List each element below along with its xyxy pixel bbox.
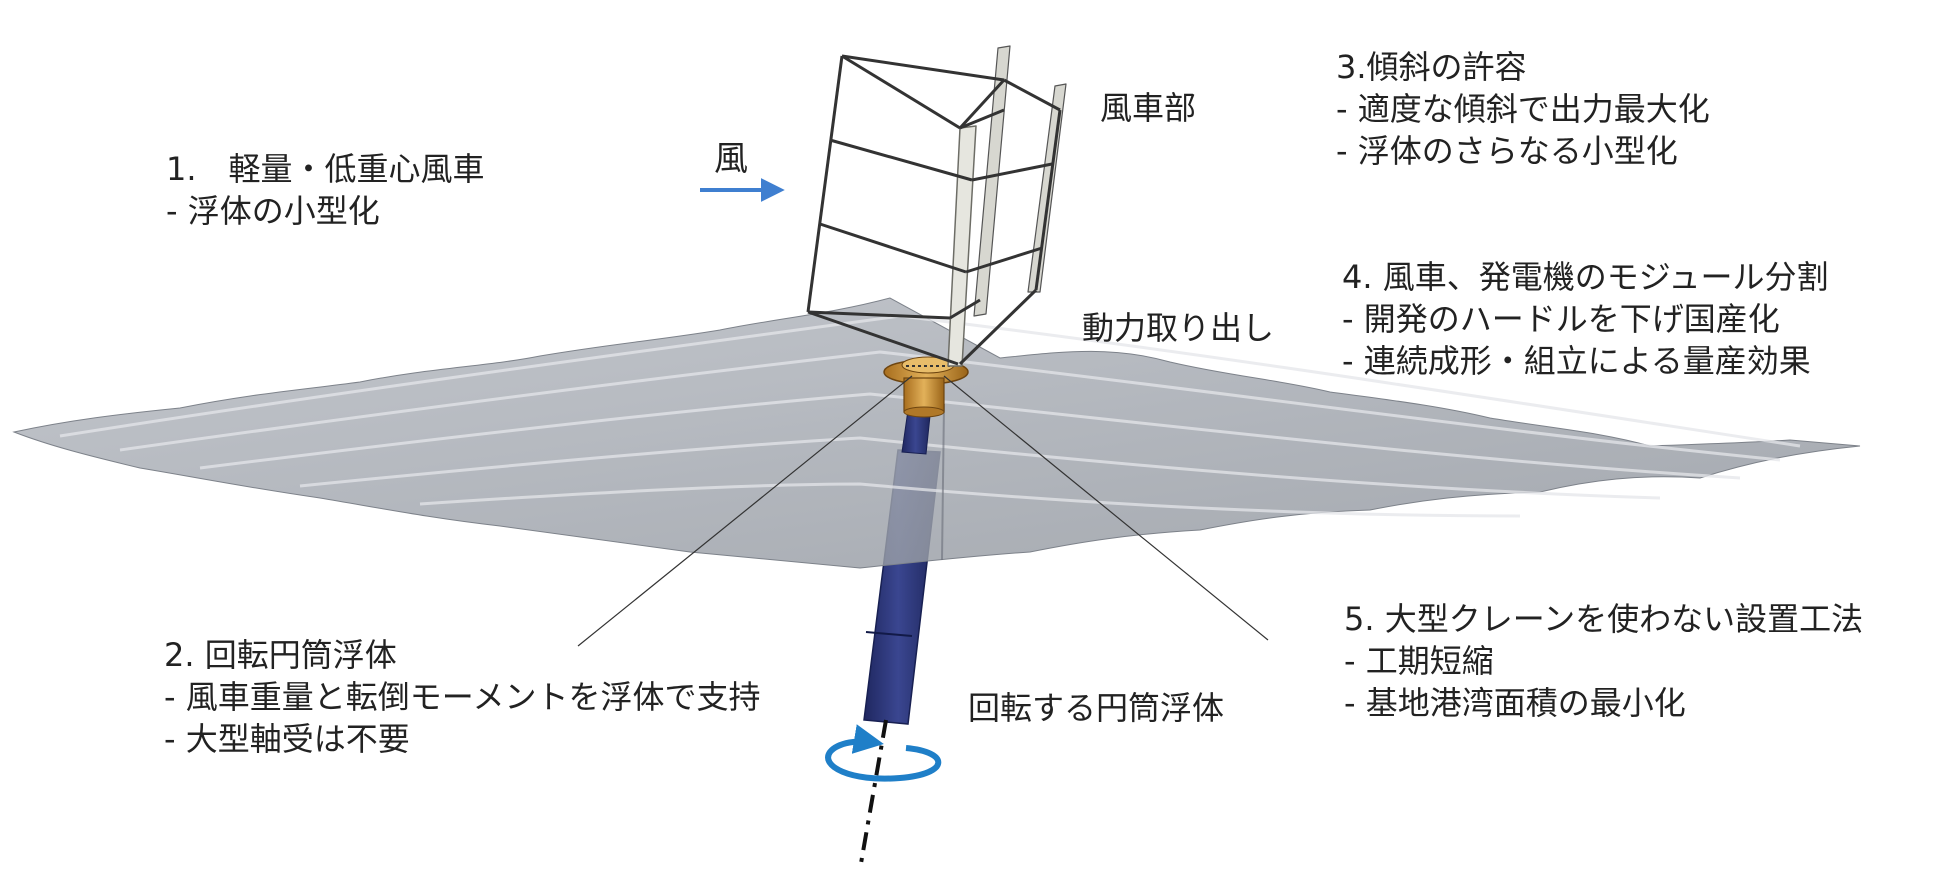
wind-label: 風 [714, 139, 748, 179]
feature-4: 4. 風車、発電機のモジュール分割 - 開発のハードルを下げ国産化 - 連続成形… [1342, 256, 1828, 383]
leader-line-left [577, 375, 913, 647]
rotor-label: 風車部 [1100, 89, 1197, 127]
feature-5: 5. 大型クレーンを使わない設置工法 - 工期短縮 - 基地港湾面積の最小化 [1344, 598, 1863, 725]
feature-1: 1. 軽量・低重心風車 - 浮体の小型化 [166, 148, 485, 232]
feature-3: 3.傾斜の許容 - 適度な傾斜で出力最大化 - 浮体のさらなる小型化 [1336, 46, 1710, 173]
sea-surface [12, 297, 1861, 569]
feature-3-title: 3.傾斜の許容 [1336, 48, 1527, 86]
feature-1-point-1: - 浮体の小型化 [166, 192, 380, 231]
feature-2-title: 2. 回転円筒浮体 [164, 636, 397, 674]
feature-4-title: 4. 風車、発電機のモジュール分割 [1342, 258, 1829, 296]
feature-4-point-2: - 連続成形・組立による量産効果 [1342, 342, 1811, 381]
feature-5-point-1: - 工期短縮 [1344, 642, 1494, 681]
rotating-float-label: 回転する円筒浮体 [968, 689, 1225, 727]
feature-1-title: 1. 軽量・低重心風車 [166, 150, 485, 188]
feature-3-point-2: - 浮体のさらなる小型化 [1336, 132, 1678, 171]
rotation-arrow-icon [825, 724, 942, 782]
rotation-axis [858, 719, 888, 869]
leader-line-right [943, 375, 1269, 641]
feature-4-point-1: - 開発のハードルを下げ国産化 [1342, 300, 1780, 339]
feature-2-point-1: - 風車重量と転倒モーメントを浮体で支持 [164, 678, 761, 717]
vertical-axis-rotor [806, 45, 1067, 367]
feature-3-point-1: - 適度な傾斜で出力最大化 [1336, 90, 1710, 129]
feature-5-title: 5. 大型クレーンを使わない設置工法 [1344, 600, 1864, 638]
feature-2-point-2: - 大型軸受は不要 [164, 720, 410, 759]
feature-2: 2. 回転円筒浮体 - 風車重量と転倒モーメントを浮体で支持 - 大型軸受は不要 [164, 634, 760, 761]
power-takeoff-label: 動力取り出し [1082, 309, 1275, 347]
feature-5-point-2: - 基地港湾面積の最小化 [1344, 684, 1686, 723]
